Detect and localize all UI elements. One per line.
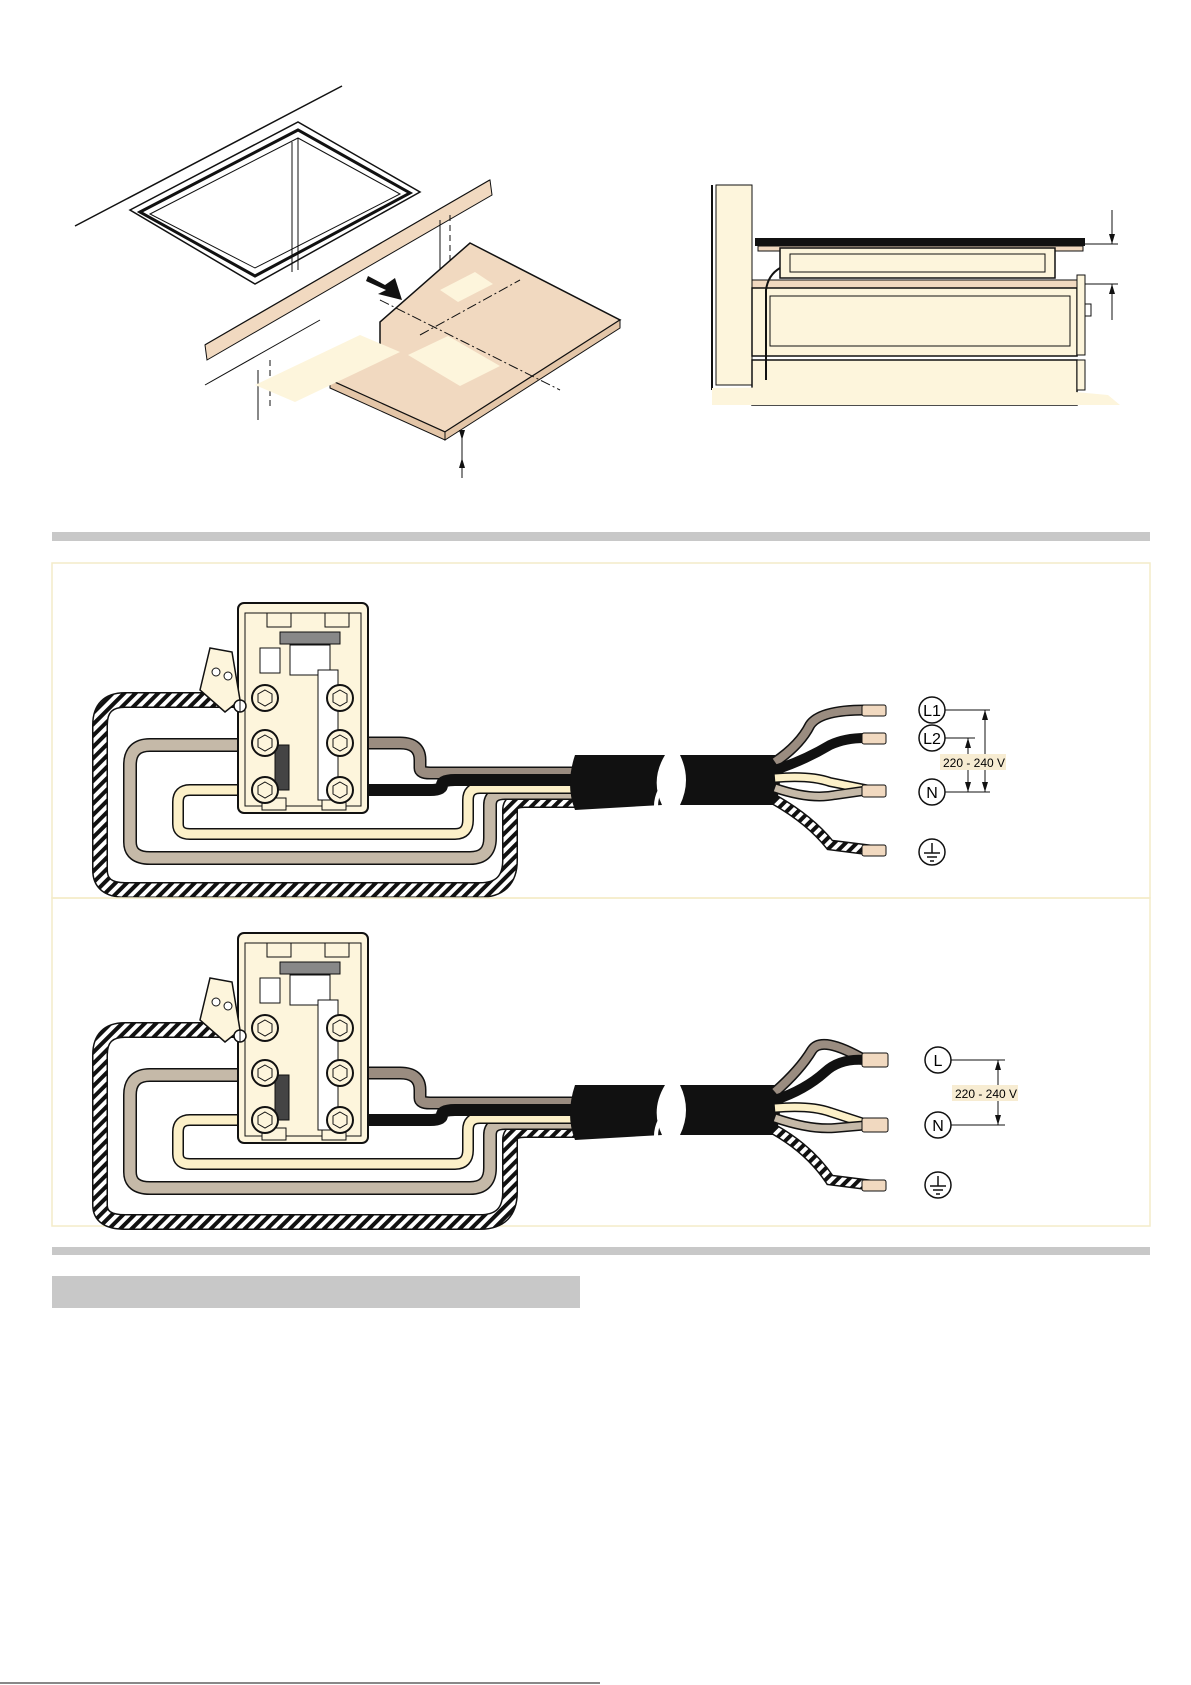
cross-section-illustration	[712, 185, 1120, 405]
cable-sheath	[570, 740, 780, 830]
terminal-screw	[252, 730, 278, 756]
terminal-screw	[327, 777, 353, 803]
terminal-block	[200, 603, 368, 813]
voltage-label: 220 - 240 V	[943, 756, 1005, 770]
earth-icon	[925, 1172, 951, 1198]
terminal-screw	[327, 685, 353, 711]
terminal-block	[200, 933, 368, 1143]
terminal-screw	[252, 777, 278, 803]
cable-sheath	[570, 1070, 780, 1160]
voltage-label: 220 - 240 V	[955, 1087, 1017, 1101]
wiring-diagram-1: L1 L2 N 220 - 240 V	[52, 563, 1150, 898]
terminal-screw	[327, 1015, 353, 1041]
wiring-diagram-2: L N 220 - 240 V	[52, 898, 1150, 1226]
worktop-installation-illustration	[75, 86, 620, 478]
terminal-screw	[327, 730, 353, 756]
diagram-panel	[52, 898, 1150, 1226]
terminal-screw	[327, 1107, 353, 1133]
section-divider	[52, 532, 1150, 541]
section-heading-bar	[52, 1276, 580, 1308]
terminal-label-n-text: N	[926, 785, 938, 802]
insert-direction-arrow-icon	[366, 276, 402, 300]
terminal-screw	[252, 685, 278, 711]
terminal-screw	[252, 1060, 278, 1086]
terminal-screw	[252, 1107, 278, 1133]
terminal-label-n-text: N	[932, 1118, 944, 1135]
section-divider	[52, 1247, 1150, 1255]
terminal-screw	[252, 1015, 278, 1041]
terminal-label-l1-text: L1	[923, 703, 941, 720]
terminal-label-l-text: L	[934, 1053, 943, 1070]
terminal-label-l2-text: L2	[923, 731, 941, 748]
terminal-screw	[327, 1060, 353, 1086]
earth-icon	[919, 839, 945, 865]
